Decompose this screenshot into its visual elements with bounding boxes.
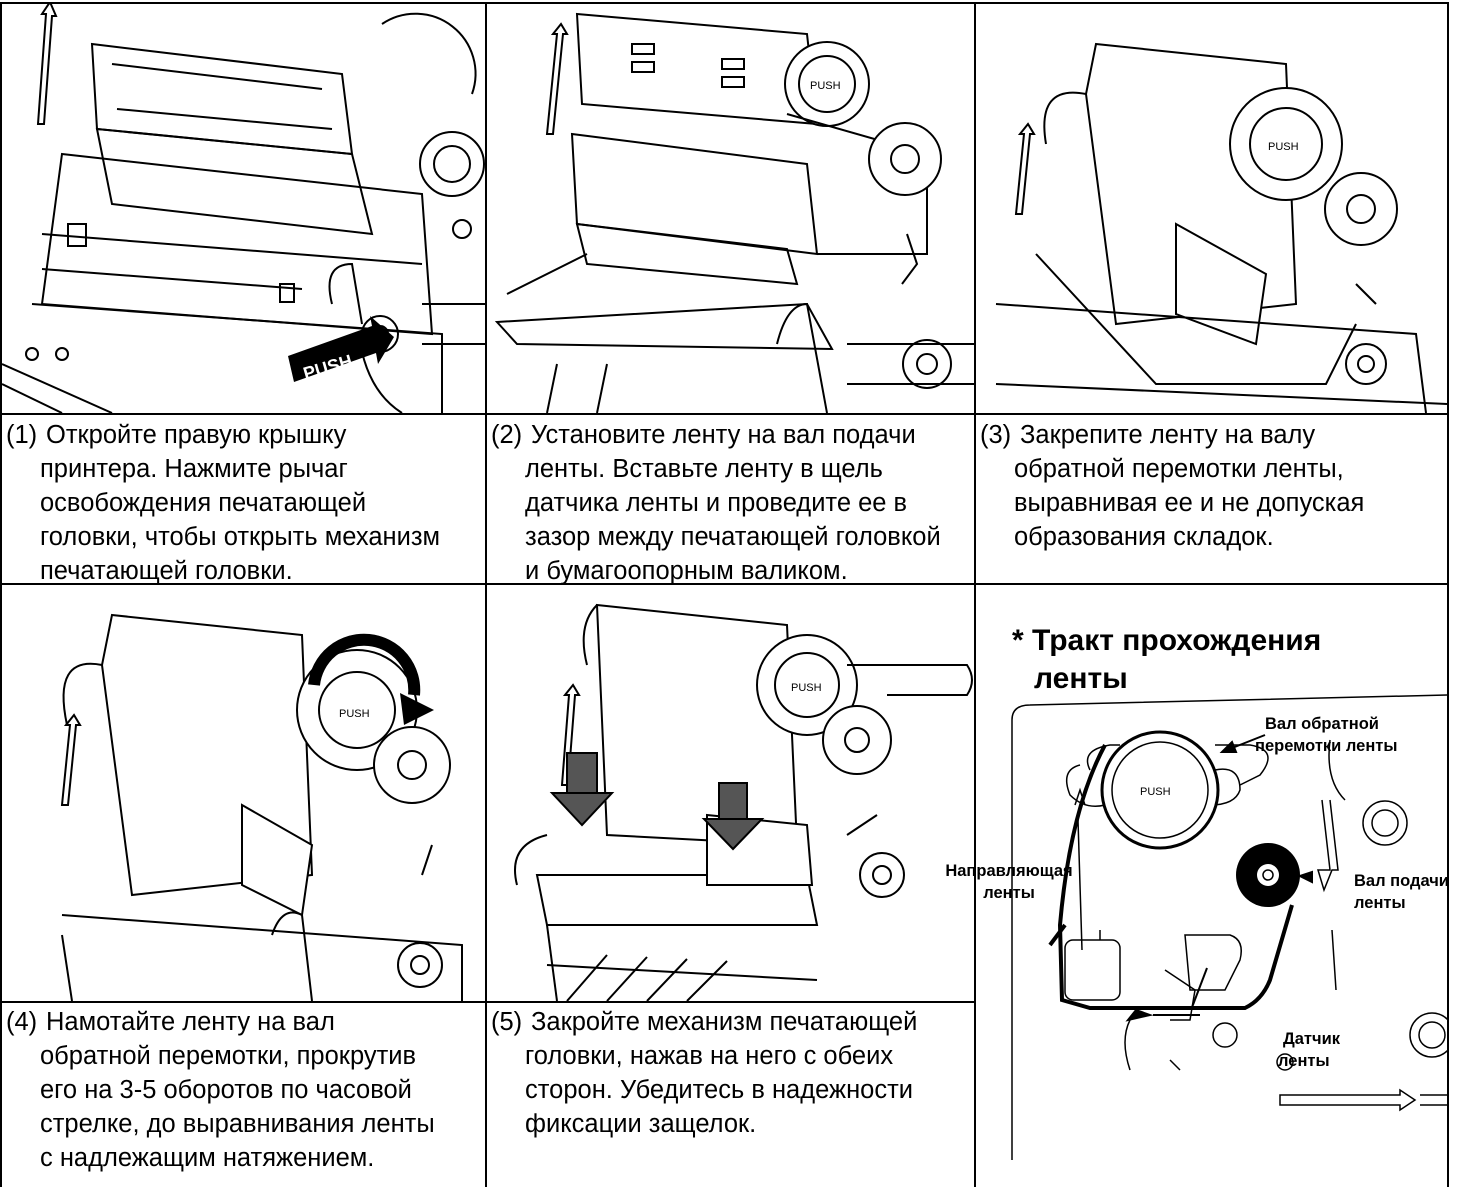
step-3-illustration: PUSH <box>976 4 1447 413</box>
push-label: PUSH <box>810 80 841 92</box>
caption-line: фиксации защелок. <box>525 1110 757 1138</box>
press-down-arrow-right-icon <box>701 782 765 851</box>
rewind-spindle-icon: PUSH <box>1065 730 1241 850</box>
caption-line: с надлежащим натяжением. <box>40 1144 375 1172</box>
caption-line: Закройте механизм печатающей <box>531 1008 918 1036</box>
step-number: (4) <box>6 1008 38 1036</box>
caption-line: Откройте правую крышку <box>46 421 347 449</box>
ribbon-path-title: * Тракт прохождения ленты <box>1012 624 1322 695</box>
step-number: (1) <box>6 421 38 449</box>
caption-line: головки, чтобы открыть механизм <box>40 523 441 551</box>
grid-row-divider <box>0 583 1449 585</box>
caption-line: зазор между печатающей головкой <box>525 523 941 551</box>
caption-line: обратной перемотки ленты, <box>1014 455 1344 483</box>
step-1-illustration: PUSH <box>2 4 485 413</box>
caption-line: Намотайте ленту на вал <box>46 1008 335 1036</box>
caption-line: образования складок. <box>1014 523 1274 551</box>
grid-divider-v2 <box>974 2 976 1187</box>
caption-line: выравнивая ее и не допуская <box>1014 489 1365 517</box>
grid-border-top <box>0 2 1449 4</box>
step-4-illustration: PUSH <box>2 585 485 1001</box>
caption-line: датчика ленты и проведите ее в <box>525 489 908 517</box>
push-arrow-icon: PUSH <box>288 316 394 384</box>
grid-row1-image-bottom <box>0 413 1449 415</box>
rotate-arrow-icon <box>308 633 434 725</box>
grid-divider-v1 <box>485 2 487 1187</box>
step-number: (3) <box>980 421 1012 449</box>
caption-line: принтера. Нажмите рычаг <box>40 455 348 483</box>
press-down-arrow-left-icon <box>549 752 615 827</box>
push-label: PUSH <box>1268 141 1299 153</box>
caption-line: головки, нажав на него с обеих <box>525 1042 894 1070</box>
step-2-illustration: PUSH <box>487 4 974 413</box>
label-rewind-spindle: Вал обратной перемотки ленты <box>1255 715 1398 755</box>
label-ribbon-guide: Направляющая ленты <box>945 862 1073 902</box>
caption-line: печатающей головки. <box>40 557 293 585</box>
label-supply-spindle: Вал подачи ленты <box>1354 872 1449 912</box>
caption-line: сторон. Убедитесь в надежности <box>525 1076 914 1104</box>
step-3-drawing: PUSH <box>995 42 1447 413</box>
step-1-drawing: PUSH <box>2 4 485 413</box>
caption-line: освобождения печатающей <box>40 489 367 517</box>
grid-row2-image-bottom <box>0 1001 975 1003</box>
push-label: PUSH <box>1140 786 1171 798</box>
step-4-drawing: PUSH <box>60 613 463 1001</box>
grid-border-right <box>1447 2 1449 1187</box>
caption-line: стрелке, до выравнивания ленты <box>40 1110 435 1138</box>
label-pointer-arrows <box>1125 734 1313 1022</box>
ribbon-path-line <box>1057 744 1294 1010</box>
caption-line: и бумагоопорным валиком. <box>525 557 848 585</box>
ribbon-path-diagram: PUSH <box>1000 690 1447 1160</box>
step-5-drawing: PUSH <box>514 603 973 1001</box>
push-label: PUSH <box>791 682 822 694</box>
caption-line: его на 3-5 оборотов по часовой <box>40 1076 412 1104</box>
caption-line: Закрепите ленту на валу <box>1020 421 1316 449</box>
supply-spindle-icon <box>1236 843 1300 907</box>
caption-line: ленты. Вставьте ленту в щель <box>525 455 883 483</box>
caption-line: обратной перемотки, прокрутив <box>40 1042 417 1070</box>
ribbon-path-drawing: PUSH <box>1011 694 1447 1160</box>
step-5-illustration: PUSH <box>487 585 974 1001</box>
step-number: (5) <box>491 1008 523 1036</box>
grid-border-left <box>0 2 2 1187</box>
caption-line: Установите ленту на вал подачи <box>531 421 916 449</box>
step-number: (2) <box>491 421 523 449</box>
label-ribbon-sensor: Датчик ленты <box>1278 1030 1340 1070</box>
step-2-drawing: PUSH <box>494 12 974 413</box>
push-label: PUSH <box>339 708 370 720</box>
